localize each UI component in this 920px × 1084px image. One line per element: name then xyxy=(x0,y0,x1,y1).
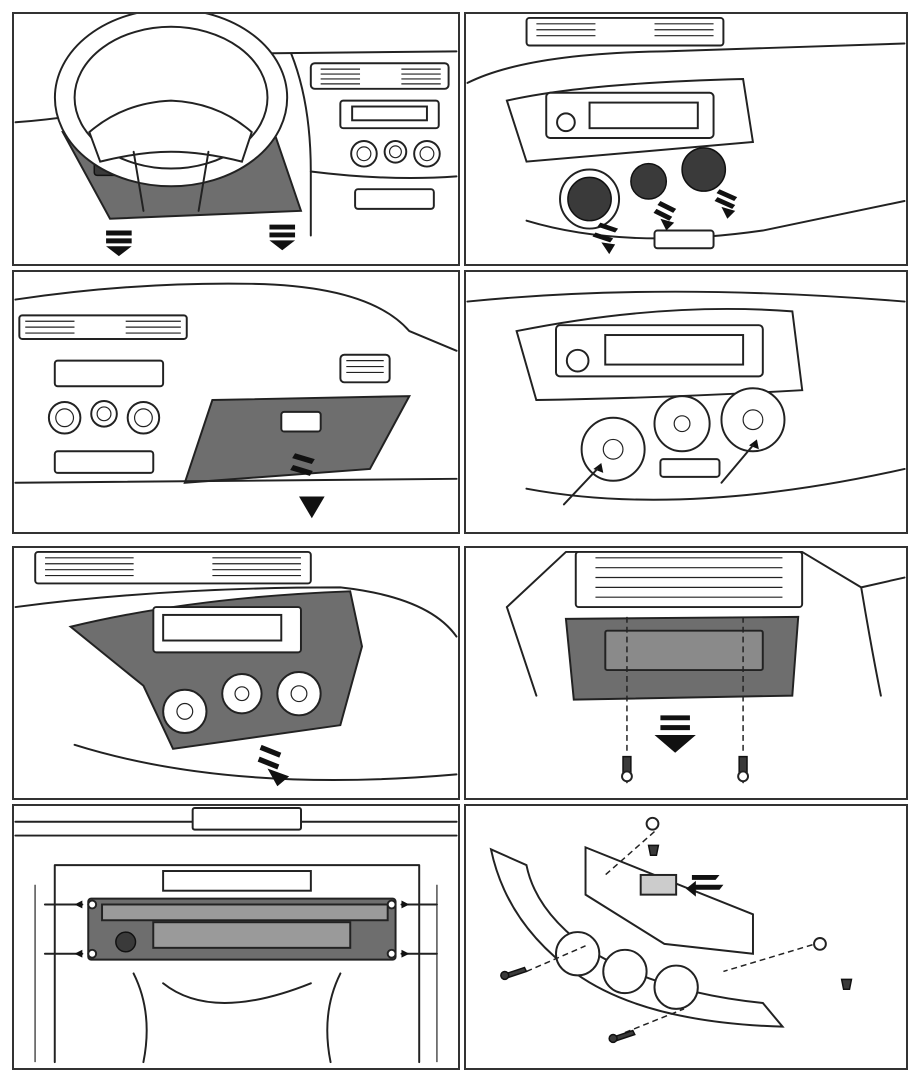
lower-dash-cover-illustration xyxy=(14,14,458,257)
panel-step-3 xyxy=(12,270,460,534)
panel-step-8 xyxy=(464,804,908,1070)
panel-step-2 xyxy=(464,12,908,266)
glove-box-illustration xyxy=(14,282,458,519)
panel-step-4 xyxy=(464,270,908,534)
center-bezel-illustration xyxy=(14,550,458,787)
bezel-exploded-illustration xyxy=(489,816,853,1044)
panel-step-6 xyxy=(464,546,908,800)
knob-screws-illustration xyxy=(466,290,906,506)
radio-mounting-illustration xyxy=(14,806,458,1064)
lower-panel-screws-illustration xyxy=(505,550,906,784)
panel-step-1 xyxy=(12,12,460,266)
panel-step-7 xyxy=(12,804,460,1070)
climate-knobs-illustration xyxy=(466,16,906,255)
panel-step-5 xyxy=(12,546,460,800)
